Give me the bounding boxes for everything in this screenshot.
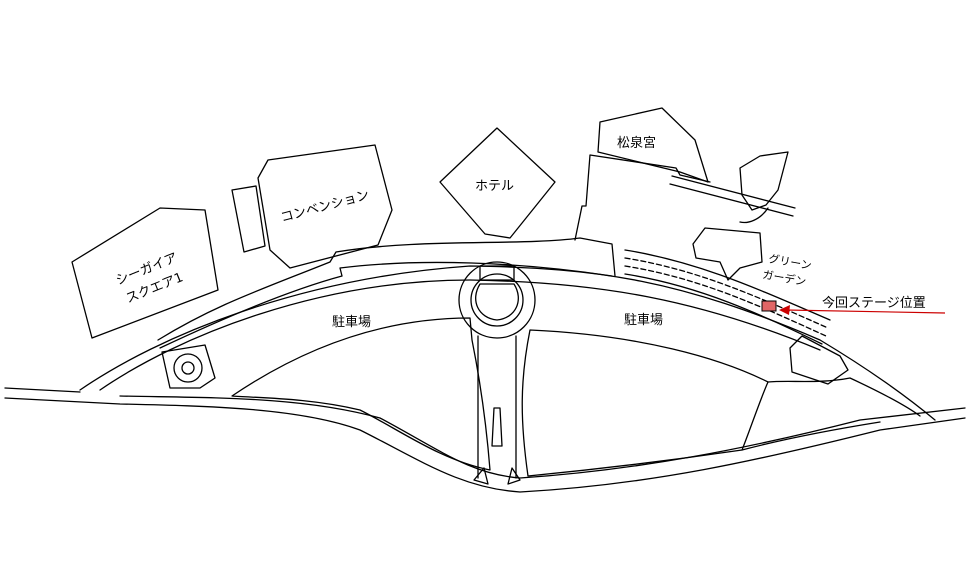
central-rotary-box <box>479 265 515 281</box>
stage-marker-group <box>761 300 946 315</box>
central-island-left <box>473 467 489 485</box>
central-median <box>491 407 503 447</box>
parking-left-lot <box>231 317 491 471</box>
rail-line-2 <box>624 257 829 329</box>
rail-line-4 <box>624 273 823 345</box>
main-arc-outer <box>79 265 936 421</box>
east-lower-road-2 <box>741 421 881 451</box>
west-rotary-outer <box>173 353 203 383</box>
central-island-right <box>507 467 521 485</box>
label-parking-left: 駐車場 <box>332 315 371 330</box>
upper-road-edge <box>159 261 613 349</box>
road-network <box>4 175 966 493</box>
stair-building-left <box>574 154 711 241</box>
upper-right-path-2 <box>669 183 794 217</box>
convention-building <box>257 144 393 269</box>
east-lower-road-1 <box>767 377 921 417</box>
west-road-top <box>4 387 81 393</box>
east-lower-building <box>789 335 849 385</box>
central-rotary-mid <box>470 273 524 327</box>
stage-arrow-line <box>785 309 946 314</box>
hill-curve <box>739 207 769 224</box>
green-garden-building <box>692 227 763 281</box>
central-rotary-shape <box>475 283 519 321</box>
west-rotary-pad <box>161 344 216 389</box>
south-road-inner <box>119 395 966 479</box>
parking-right-lot <box>521 329 769 477</box>
upper-frontage-line <box>157 237 616 341</box>
seagaia-square1-building <box>71 207 219 339</box>
label-hotel: ホテル <box>475 179 514 194</box>
label-shosenkyu: 松泉宮 <box>617 135 656 151</box>
west-road-bottom <box>4 397 966 493</box>
main-arc-inner <box>99 279 821 391</box>
rail-line-3 <box>624 265 827 337</box>
central-rotary-outer <box>458 261 536 339</box>
stage-arrow-head <box>779 305 790 315</box>
west-rotary-inner <box>181 361 195 375</box>
east-hill-shape <box>739 151 789 211</box>
upper-right-path-1 <box>671 175 796 209</box>
buildings <box>71 107 849 385</box>
small-annex-building <box>231 185 266 253</box>
label-parking-right: 駐車場 <box>624 313 663 328</box>
rail-line-1 <box>624 249 831 321</box>
hotel-building <box>439 127 556 239</box>
stage-marker <box>761 300 777 312</box>
label-stage: 今回ステージ位置 <box>822 295 926 311</box>
